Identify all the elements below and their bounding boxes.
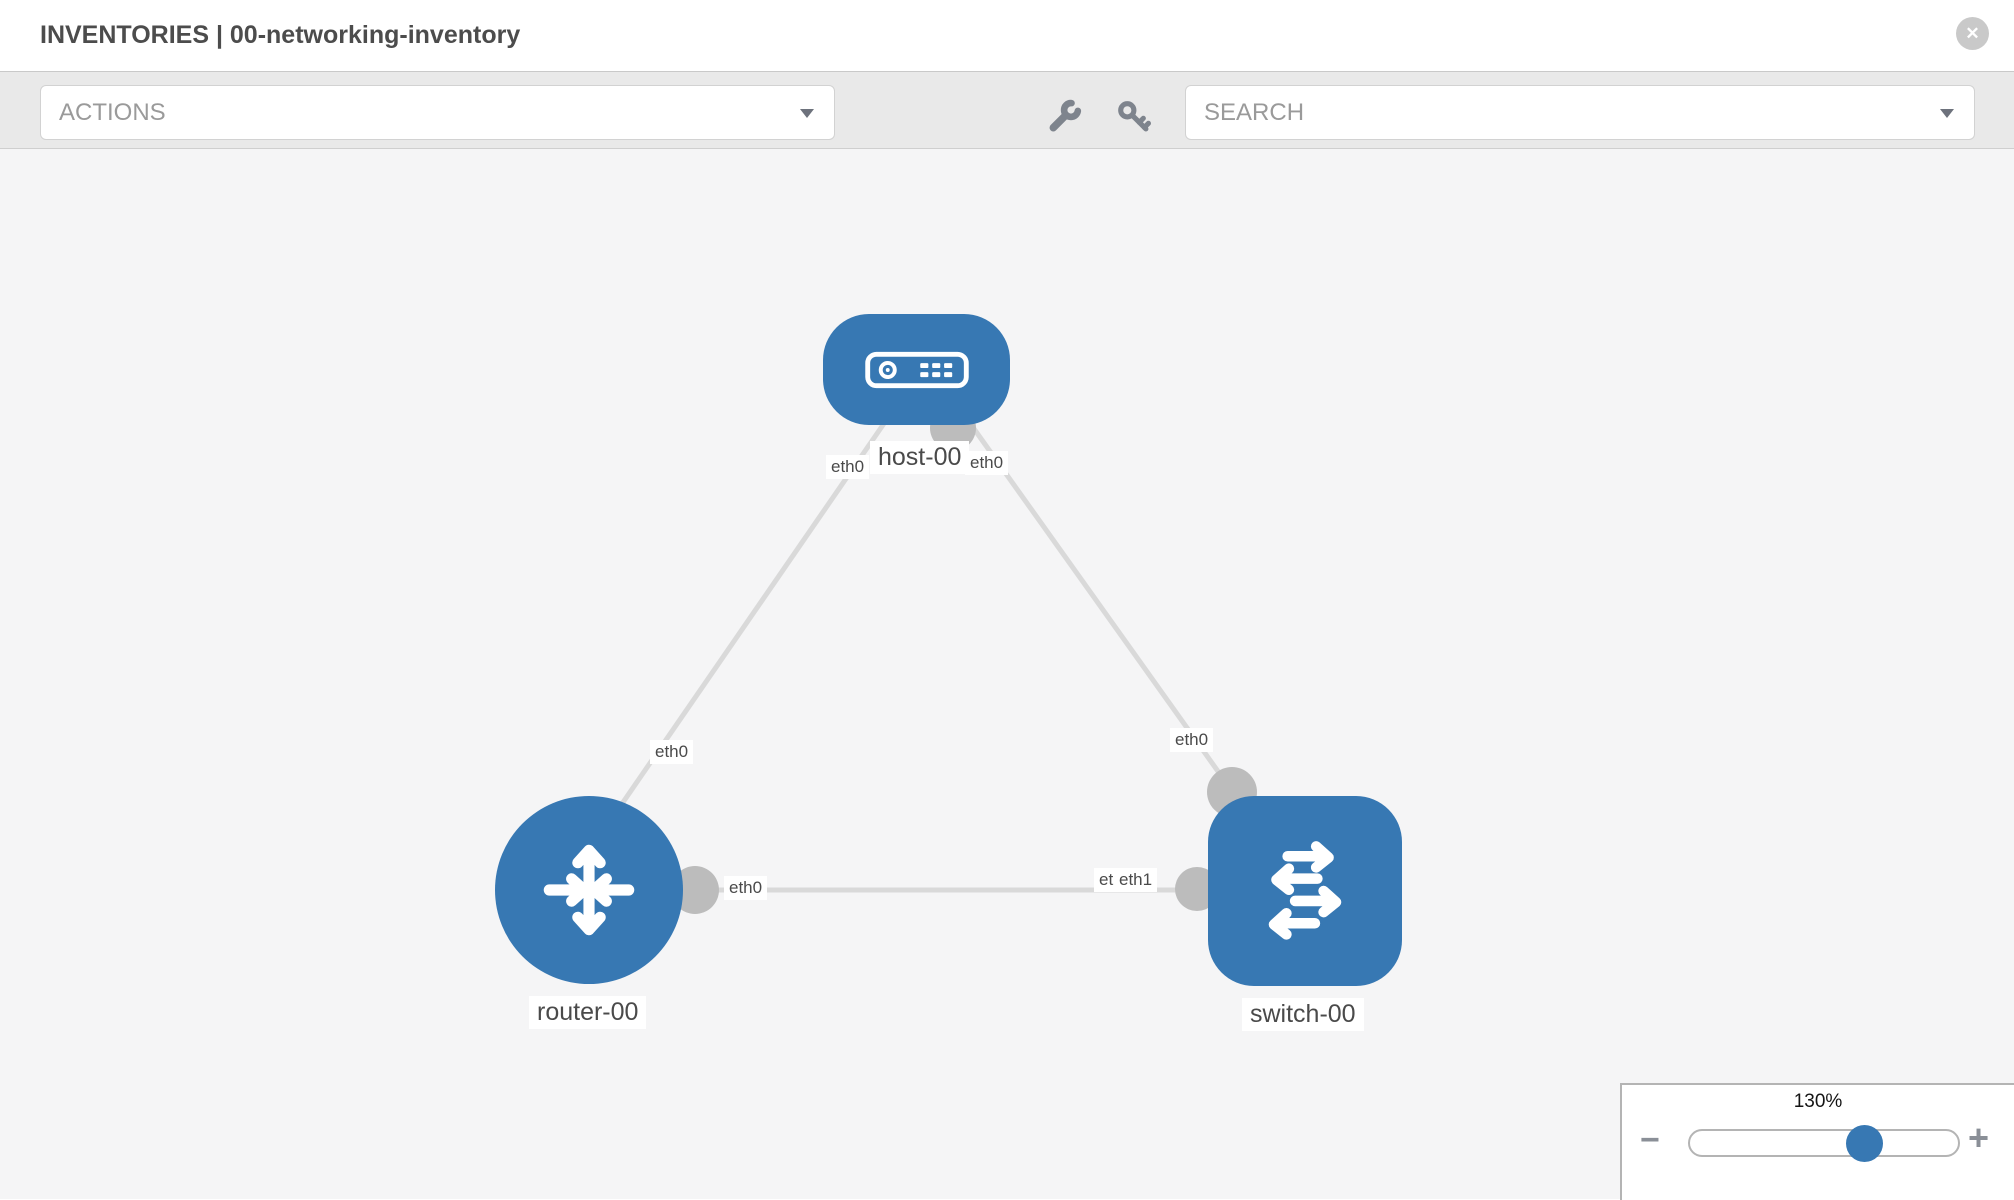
zoom-slider-thumb[interactable]	[1846, 1125, 1883, 1162]
port-label: eth0	[650, 740, 694, 764]
node-router-00[interactable]	[495, 796, 683, 984]
zoom-in-button[interactable]: +	[1968, 1117, 1990, 1158]
port-label: eth0	[724, 876, 768, 900]
port-label: eth0	[826, 455, 870, 479]
chevron-down-icon	[800, 109, 814, 118]
zoom-out-button[interactable]: −	[1640, 1121, 1660, 1159]
search-input[interactable]: SEARCH	[1185, 85, 1975, 140]
zoom-level: 130%	[1793, 1091, 1843, 1112]
wrench-icon[interactable]	[1047, 98, 1083, 134]
node-switch-00[interactable]	[1208, 796, 1402, 986]
actions-dropdown[interactable]: ACTIONS	[40, 85, 835, 140]
panel-header: INVENTORIES | 00-networking-inventory ✕	[0, 0, 2014, 71]
switch-icon	[1268, 841, 1342, 940]
zoom-slider-track[interactable]	[1688, 1129, 1960, 1157]
node-label-switch-00: switch-00	[1242, 998, 1364, 1031]
page-title: INVENTORIES | 00-networking-inventory	[40, 21, 521, 49]
close-icon: ✕	[1965, 24, 1980, 43]
port-label: eth1	[1114, 868, 1158, 892]
zoom-panel: 130% − +	[1620, 1083, 2014, 1200]
key-icon[interactable]	[1115, 98, 1151, 134]
topology-canvas[interactable]: eth0 host-00 eth0 eth0 eth0 eth0 eth0 et…	[0, 149, 2014, 1199]
node-label-host-00: host-00	[870, 441, 970, 474]
chevron-down-icon	[1940, 109, 1954, 118]
node-label-router-00: router-00	[529, 996, 647, 1029]
search-placeholder: SEARCH	[1204, 99, 1305, 126]
endpoint-router	[671, 866, 719, 914]
router-icon	[543, 844, 635, 936]
node-host-00[interactable]	[823, 314, 1010, 425]
actions-dropdown-label: ACTIONS	[59, 99, 166, 126]
edges-layer	[614, 405, 1257, 914]
port-label: eth0	[1170, 728, 1214, 752]
host-icon	[864, 351, 969, 388]
port-label: eth0	[965, 451, 1009, 475]
close-button[interactable]: ✕	[1956, 17, 1989, 50]
toolbar: ACTIONS SEARCH	[0, 71, 2014, 149]
